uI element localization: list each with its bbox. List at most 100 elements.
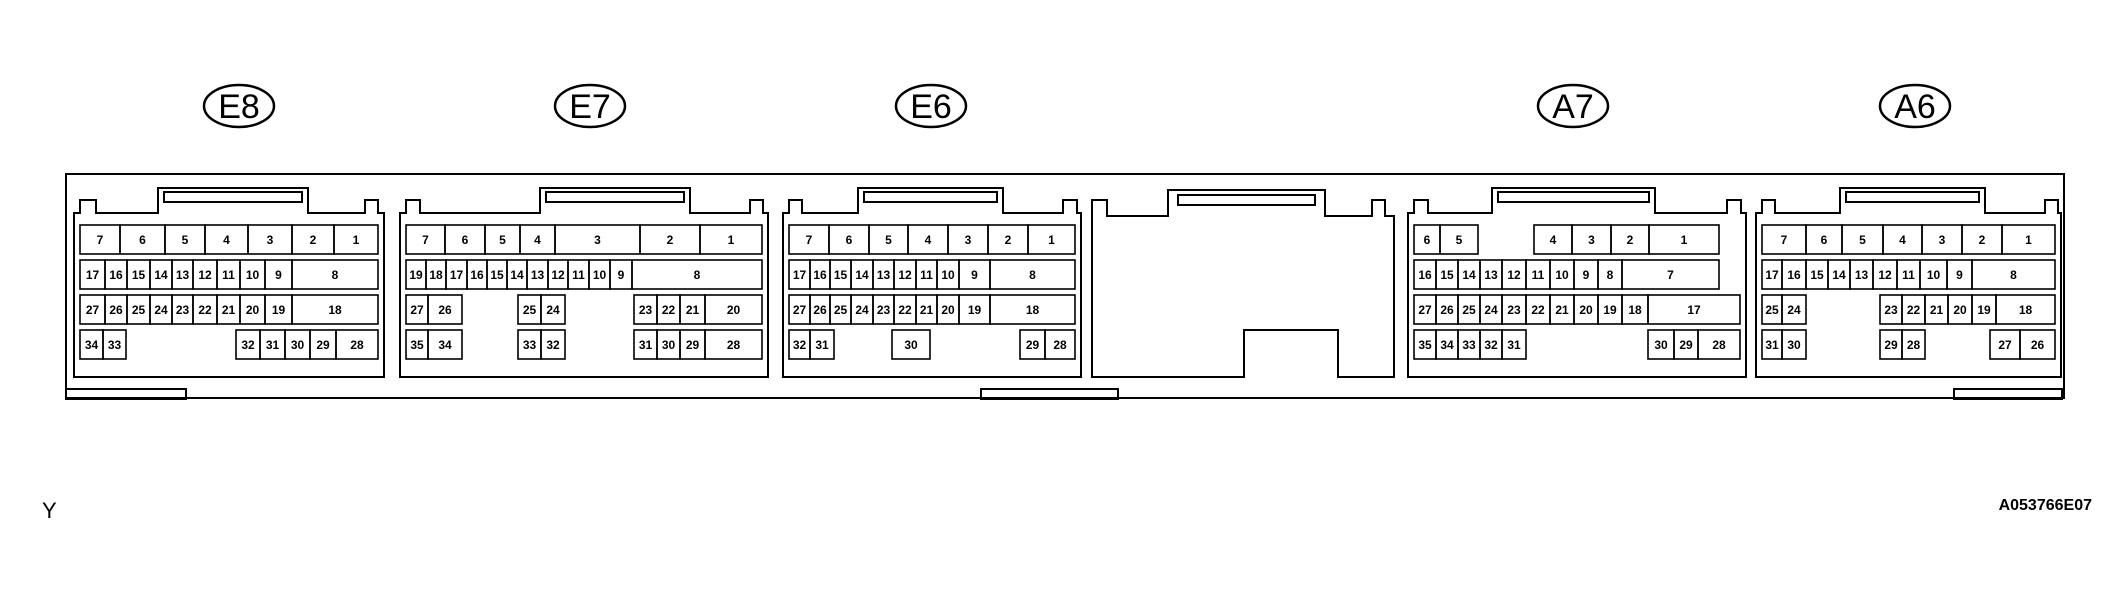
housing-bottom-tab-left (65, 388, 187, 400)
pin-e7-2: 2 (639, 224, 701, 255)
pin-e7-27: 27 (405, 294, 429, 325)
pin-label: 13 (176, 268, 190, 282)
pin-label: 17 (450, 268, 464, 282)
pin-label: 1 (2025, 233, 2032, 247)
pin-a6-26: 26 (2019, 329, 2056, 360)
pin-label: 22 (898, 303, 912, 317)
pin-e6-7: 7 (788, 224, 830, 255)
connector-body-a7 (1407, 187, 1747, 378)
pin-e8-21: 21 (216, 294, 241, 325)
pin-label: 29 (1679, 338, 1693, 352)
pin-label: 1 (1048, 233, 1055, 247)
pin-a6-29: 29 (1879, 329, 1903, 360)
pin-label: 32 (1484, 338, 1498, 352)
pin-e7-15: 15 (486, 259, 508, 290)
pin-label: 27 (86, 303, 100, 317)
pin-a6-10: 10 (1919, 259, 1948, 290)
pin-label: 29 (1026, 338, 1040, 352)
pin-e8-25: 25 (126, 294, 151, 325)
pin-label: 24 (1787, 303, 1801, 317)
pin-label: 21 (686, 303, 700, 317)
pin-label: 30 (662, 338, 676, 352)
pin-e7-28: 28 (704, 329, 763, 360)
pin-e6-31: 31 (809, 329, 835, 360)
center-cavity (1091, 189, 1395, 378)
pin-e7-30: 30 (656, 329, 681, 360)
pin-e7-12: 12 (547, 259, 569, 290)
pin-e8-28: 28 (335, 329, 379, 360)
pin-a7-20: 20 (1573, 294, 1599, 325)
pin-a6-28: 28 (1901, 329, 1926, 360)
pin-a6-1: 1 (2001, 224, 2056, 255)
pin-e8-3: 3 (247, 224, 293, 255)
pin-e7-35: 35 (405, 329, 429, 360)
connector-label-a6: A6 (1878, 83, 1952, 129)
pin-label: 18 (429, 268, 443, 282)
pin-a6-21: 21 (1924, 294, 1949, 325)
pin-e6-16: 16 (809, 259, 831, 290)
pin-e8-11: 11 (216, 259, 241, 290)
pin-label: 19 (1977, 303, 1991, 317)
pin-label: 10 (593, 268, 607, 282)
pin-e8-14: 14 (149, 259, 173, 290)
pin-label: 10 (246, 268, 260, 282)
pin-label: 12 (1507, 268, 1521, 282)
pin-e7-34: 34 (427, 329, 463, 360)
pin-label: 27 (793, 303, 807, 317)
housing-bottom-tab-right (1953, 388, 2063, 400)
pin-label: 21 (222, 303, 236, 317)
pin-label: 26 (813, 303, 827, 317)
pin-label: 4 (534, 233, 541, 247)
pin-label: 11 (1902, 268, 1915, 282)
pin-a6-2: 2 (1961, 224, 2003, 255)
pin-a7-1: 1 (1648, 224, 1720, 255)
pin-label: 23 (176, 303, 190, 317)
pin-label: 8 (2010, 268, 2017, 282)
pin-label: 10 (1555, 268, 1569, 282)
pin-label: 14 (1832, 268, 1846, 282)
pin-label: 23 (1507, 303, 1521, 317)
pin-e6-2: 2 (987, 224, 1029, 255)
pin-e8-16: 16 (104, 259, 128, 290)
pin-e8-31: 31 (259, 329, 286, 360)
pin-e6-15: 15 (829, 259, 852, 290)
pin-label: 6 (1821, 233, 1828, 247)
pin-label: 21 (1930, 303, 1944, 317)
pin-e7-20: 20 (704, 294, 763, 325)
pin-a7-35: 35 (1413, 329, 1437, 360)
pin-label: 26 (438, 303, 452, 317)
pin-e6-23: 23 (872, 294, 895, 325)
pin-e7-24: 24 (540, 294, 566, 325)
connector-body-e8 (73, 187, 385, 378)
pin-label: 15 (834, 268, 848, 282)
pin-label: 16 (1787, 268, 1801, 282)
pin-e8-18: 18 (291, 294, 379, 325)
pin-e7-1: 1 (699, 224, 763, 255)
pin-a6-9: 9 (1946, 259, 1973, 290)
pin-label: 21 (1555, 303, 1569, 317)
pin-label: 3 (965, 233, 972, 247)
pin-label: 8 (332, 268, 339, 282)
pin-label: 2 (1627, 233, 1634, 247)
pin-label: 22 (1907, 303, 1921, 317)
pin-e8-32: 32 (235, 329, 261, 360)
pin-e7-26: 26 (427, 294, 463, 325)
pin-label: 9 (275, 268, 282, 282)
pin-e7-25: 25 (517, 294, 542, 325)
pin-a6-25: 25 (1761, 294, 1783, 325)
pin-label: 29 (1884, 338, 1898, 352)
pin-e7-19: 19 (405, 259, 427, 290)
pin-label: 15 (1440, 268, 1454, 282)
pin-a6-5: 5 (1841, 224, 1884, 255)
pin-label: 7 (1667, 268, 1674, 282)
pin-label: 35 (1418, 338, 1432, 352)
pin-e8-15: 15 (126, 259, 151, 290)
pin-label: 7 (97, 233, 104, 247)
pin-label: 12 (1878, 268, 1892, 282)
pin-e7-21: 21 (679, 294, 706, 325)
pin-label: 2 (310, 233, 317, 247)
pin-label: 6 (1424, 233, 1431, 247)
pin-a6-7: 7 (1761, 224, 1807, 255)
pin-label: 24 (154, 303, 168, 317)
pin-e7-11: 11 (567, 259, 590, 290)
